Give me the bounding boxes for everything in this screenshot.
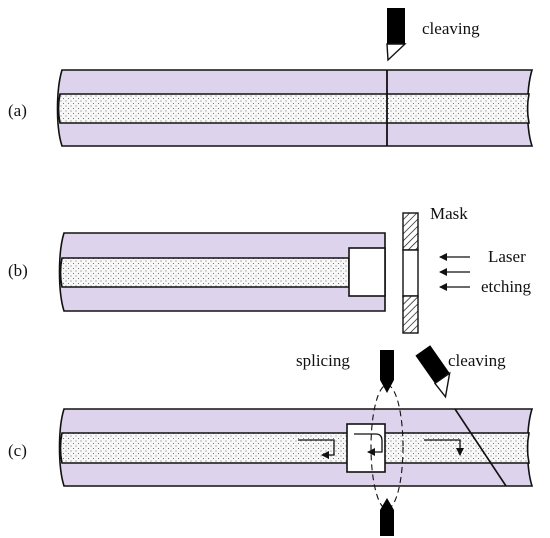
fiber-a-core bbox=[57, 93, 530, 124]
fiber-a bbox=[56, 69, 534, 147]
panel-b-label: (b) bbox=[8, 261, 28, 280]
panel-a-label: (a) bbox=[8, 101, 27, 120]
splicing-label: splicing bbox=[296, 351, 350, 370]
cleaving-label-a: cleaving bbox=[422, 19, 480, 38]
etching-label: etching bbox=[481, 277, 532, 296]
etched-cavity bbox=[348, 247, 386, 297]
fiber-c bbox=[58, 384, 534, 510]
panel-b: (b) Mask Laser etching bbox=[8, 204, 532, 334]
cleaving-blade-icon bbox=[415, 345, 451, 399]
panel-c: (c) splicing cleaving bbox=[8, 345, 534, 536]
light-path-arrow-icon bbox=[298, 433, 464, 459]
fiber-c-core bbox=[59, 432, 530, 464]
cleaving-blade-icon bbox=[386, 8, 407, 62]
mask-icon bbox=[402, 212, 419, 334]
fiber-b bbox=[58, 232, 386, 312]
panel-a: (a) cleaving bbox=[8, 8, 534, 147]
splicing-electrode-icon bbox=[380, 350, 394, 536]
cleaving-label-c: cleaving bbox=[448, 351, 506, 370]
laser-arrow-icon bbox=[439, 253, 470, 291]
mask-label: Mask bbox=[430, 204, 468, 223]
splice-region bbox=[370, 384, 404, 510]
panel-c-label: (c) bbox=[8, 441, 27, 460]
angled-cleave-line bbox=[454, 408, 507, 487]
laser-label: Laser bbox=[488, 247, 526, 266]
fiber-b-core bbox=[59, 257, 350, 288]
air-cavity bbox=[346, 423, 386, 473]
